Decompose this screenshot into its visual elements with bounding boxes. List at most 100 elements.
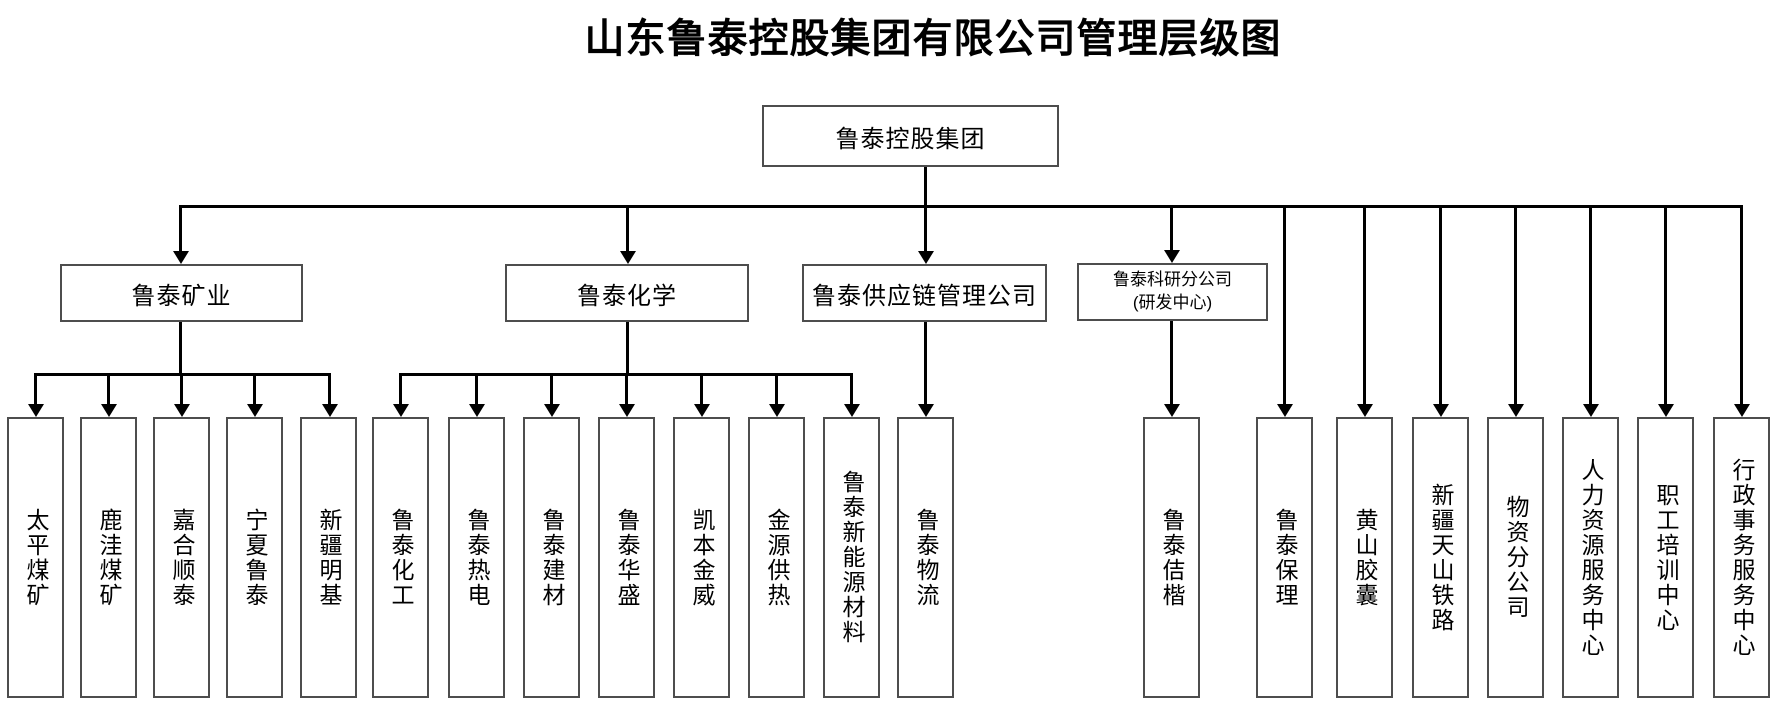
node-label: 职工培训中心 [1653, 482, 1679, 633]
arrow-down-icon [918, 251, 934, 264]
connector-line [850, 373, 853, 406]
arrow-down-icon [28, 404, 44, 417]
node-label: 鹿洼煤矿 [96, 507, 122, 608]
connector-line [550, 373, 553, 406]
node-label: 鲁泰佶楷 [1159, 507, 1185, 608]
arrow-down-icon [619, 404, 635, 417]
org-node-lutai-mining: 鲁泰矿业 [60, 264, 303, 322]
arrow-down-icon [769, 404, 785, 417]
arrow-down-icon [1433, 404, 1449, 417]
org-node-luwa-coal-mine: 鹿洼煤矿 [80, 417, 137, 698]
arrow-down-icon [1734, 404, 1750, 417]
org-node-lutai-huasheng: 鲁泰华盛 [598, 417, 655, 698]
node-label: 金源供热 [764, 507, 790, 608]
connector-line [1363, 205, 1366, 406]
arrow-down-icon [1164, 250, 1180, 263]
connector-line [1170, 321, 1173, 406]
connector-root-drop [924, 167, 927, 207]
org-node-lutai-thermal-power: 鲁泰热电 [448, 417, 505, 698]
node-label: 人力资源服务中心 [1578, 457, 1604, 658]
org-node-jiahe-shuntai: 嘉合顺泰 [153, 417, 210, 698]
arrow-down-icon [844, 404, 860, 417]
arrow-down-icon [1164, 404, 1180, 417]
org-node-kaiben-jinwei: 凯本金威 [673, 417, 730, 698]
node-label: 新疆天山铁路 [1428, 482, 1454, 633]
connector-line [626, 322, 629, 376]
connector-line [924, 205, 927, 253]
org-node-lutai-new-energy-materials: 鲁泰新能源材料 [823, 417, 880, 698]
connector-line [625, 373, 628, 406]
connector-line [179, 322, 182, 376]
arrow-down-icon [322, 404, 338, 417]
org-node-lutai-factoring: 鲁泰保理 [1256, 417, 1313, 698]
research-branch-line2: (研发中心) [1132, 293, 1213, 312]
connector-line [700, 373, 703, 406]
org-node-lutai-building-materials: 鲁泰建材 [523, 417, 580, 698]
connector-line [107, 373, 110, 406]
connector-line [775, 373, 778, 406]
node-label: 鲁泰新能源材料 [839, 470, 865, 645]
connector-trunk [180, 205, 1743, 208]
org-node-huangshan-capsule: 黄山胶囊 [1336, 417, 1393, 698]
arrow-down-icon [173, 251, 189, 264]
node-label: 鲁泰物流 [913, 507, 939, 608]
arrow-down-icon [174, 404, 190, 417]
node-label: 嘉合顺泰 [169, 507, 195, 608]
connector-line [1740, 205, 1743, 406]
arrow-down-icon [1658, 404, 1674, 417]
org-node-hr-service-center: 人力资源服务中心 [1562, 417, 1619, 698]
org-node-xinjiang-mingji: 新疆明基 [300, 417, 357, 698]
node-label: 凯本金威 [689, 507, 715, 608]
arrow-down-icon [101, 404, 117, 417]
node-label: 宁夏鲁泰 [242, 507, 268, 608]
node-label: 物资分公司 [1503, 495, 1529, 620]
org-node-lutai-jikai: 鲁泰佶楷 [1143, 417, 1200, 698]
arrow-down-icon [694, 404, 710, 417]
org-node-lutai-chemical-industry: 鲁泰化工 [372, 417, 429, 698]
node-label: 太平煤矿 [23, 507, 49, 608]
connector-line [180, 373, 183, 406]
org-node-ningxia-lutai: 宁夏鲁泰 [226, 417, 283, 698]
org-node-staff-training-center: 职工培训中心 [1637, 417, 1694, 698]
org-node-lutai-logistics: 鲁泰物流 [897, 417, 954, 698]
org-node-taiping-coal-mine: 太平煤矿 [7, 417, 64, 698]
node-label: 鲁泰化工 [388, 507, 414, 608]
org-node-materials-branch: 物资分公司 [1487, 417, 1544, 698]
arrow-down-icon [247, 404, 263, 417]
connector-line [1589, 205, 1592, 406]
arrow-down-icon [1583, 404, 1599, 417]
org-node-xinjiang-tianshan-railway: 新疆天山铁路 [1412, 417, 1469, 698]
connector-line [253, 373, 256, 406]
connector-line [179, 205, 182, 253]
connector-line [1439, 205, 1442, 406]
org-node-jinyuan-heating: 金源供热 [748, 417, 805, 698]
connector-line [328, 373, 331, 406]
connector-line [34, 373, 37, 406]
arrow-down-icon [1277, 404, 1293, 417]
connector-line [1283, 205, 1286, 406]
node-label: 黄山胶囊 [1352, 507, 1378, 608]
node-label: 新疆明基 [316, 507, 342, 608]
node-label: 鲁泰建材 [539, 507, 565, 608]
chart-title: 山东鲁泰控股集团有限公司管理层级图 [584, 15, 1282, 62]
connector-line [1514, 205, 1517, 406]
connector-line [399, 373, 402, 406]
arrow-down-icon [469, 404, 485, 417]
org-node-supply-chain-company: 鲁泰供应链管理公司 [802, 264, 1047, 322]
node-label: 鲁泰华盛 [614, 507, 640, 608]
node-label: 鲁泰保理 [1272, 507, 1298, 608]
arrow-down-icon [1508, 404, 1524, 417]
arrow-down-icon [544, 404, 560, 417]
node-label: 行政事务服务中心 [1729, 457, 1755, 658]
arrow-down-icon [918, 404, 934, 417]
org-node-root: 鲁泰控股集团 [762, 105, 1059, 167]
org-node-lutai-chemistry: 鲁泰化学 [505, 264, 749, 322]
arrow-down-icon [1357, 404, 1373, 417]
org-node-research-branch: 鲁泰科研分公司 (研发中心) [1077, 263, 1268, 321]
org-node-admin-affairs-service-center: 行政事务服务中心 [1713, 417, 1770, 698]
connector-line [924, 322, 927, 406]
arrow-down-icon [620, 251, 636, 264]
research-branch-line1: 鲁泰科研分公司 [1113, 270, 1232, 290]
connector-line [1664, 205, 1667, 406]
